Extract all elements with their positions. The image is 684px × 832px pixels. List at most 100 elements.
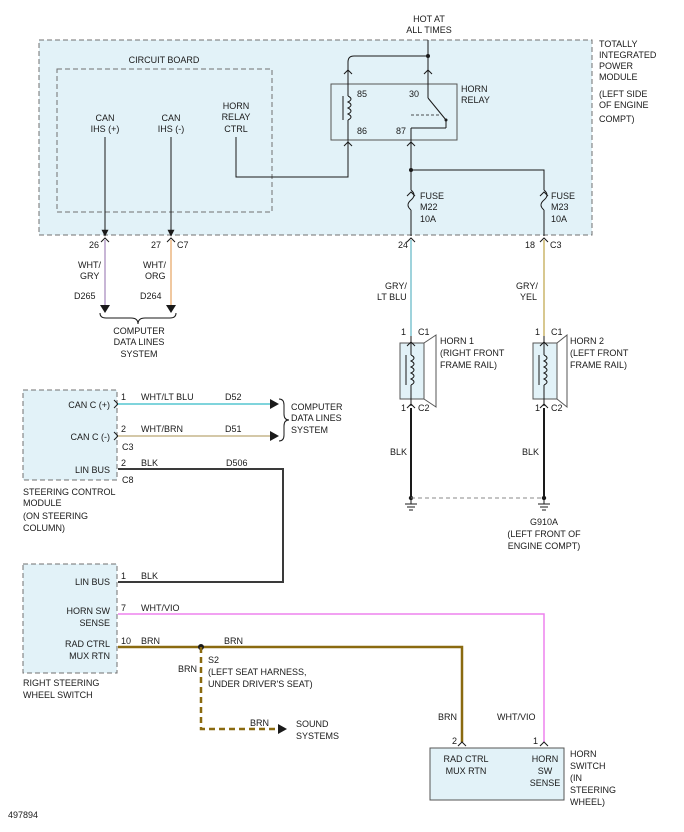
svg-text:SW: SW xyxy=(538,766,553,776)
circuit-board-box xyxy=(56,68,273,213)
rsws-pin-1: 1 xyxy=(121,571,126,581)
sound-systems-label: SOUND SYSTEMS xyxy=(296,719,339,741)
d264-label: D264 xyxy=(140,291,162,301)
relay-pin-85: 85 xyxy=(357,89,367,99)
horn-relay-box xyxy=(330,83,458,141)
cdls-brace-1 xyxy=(99,312,177,325)
svg-text:(LEFT SIDE: (LEFT SIDE xyxy=(599,89,647,99)
brn-label-2: BRN xyxy=(224,636,243,646)
cdls-brace-2 xyxy=(278,398,290,442)
svg-text:IHS (-): IHS (-) xyxy=(158,124,185,134)
svg-text:ENGINE COMPT): ENGINE COMPT) xyxy=(508,541,581,551)
svg-text:SENSE: SENSE xyxy=(530,778,561,788)
svg-text:GRY/: GRY/ xyxy=(516,281,538,291)
d52-label: D52 xyxy=(225,392,242,402)
horn2-c2: C2 xyxy=(551,403,563,413)
svg-text:SYSTEM: SYSTEM xyxy=(120,349,157,359)
svg-text:RELAY: RELAY xyxy=(222,112,251,122)
wht-ltblu-label: WHT/LT BLU xyxy=(141,392,194,402)
svg-text:SENSE: SENSE xyxy=(79,618,110,628)
svg-text:ALL TIMES: ALL TIMES xyxy=(406,25,452,35)
svg-text:MODULE: MODULE xyxy=(599,72,638,82)
horn-switch-box xyxy=(429,747,565,801)
svg-text:CAN: CAN xyxy=(161,113,180,123)
can-ihs-neg-label: CAN IHS (-) xyxy=(158,113,185,134)
svg-text:MODULE: MODULE xyxy=(23,498,62,508)
pin-26: 26 xyxy=(89,240,99,250)
wht-vio-wire xyxy=(118,613,545,742)
svg-text:IHS (+): IHS (+) xyxy=(91,124,120,134)
horn1-pin1-top: 1 xyxy=(401,327,406,337)
horn2-label: HORN 2 (LEFT FRONT FRAME RAIL) xyxy=(570,336,629,370)
scm-box xyxy=(22,389,118,481)
svg-text:GRY: GRY xyxy=(80,271,99,281)
scm-pin-2-lin: 2 xyxy=(121,458,126,468)
svg-text:HORN SW: HORN SW xyxy=(67,606,111,616)
horn1-c1: C1 xyxy=(418,327,430,337)
svg-text:FUSE: FUSE xyxy=(551,191,575,201)
c7-chevron-2 xyxy=(166,237,176,243)
scm-can-neg: CAN C (-) xyxy=(71,432,111,442)
svg-text:10A: 10A xyxy=(420,214,436,224)
svg-text:S2: S2 xyxy=(208,655,219,665)
svg-text:COMPUTER: COMPUTER xyxy=(113,326,165,336)
svg-text:DATA LINES: DATA LINES xyxy=(114,337,165,347)
ground-g910a-label: G910A (LEFT FRONT OF ENGINE COMPT) xyxy=(507,517,581,551)
rsws-pin-7: 7 xyxy=(121,603,126,613)
wht-gry-label: WHT/ GRY xyxy=(78,260,101,281)
computer-data-lines-system-2: COMPUTER DATA LINES SYSTEM xyxy=(291,402,343,435)
relay-pin-30: 30 xyxy=(409,89,419,99)
computer-data-lines-system-1: COMPUTER DATA LINES SYSTEM xyxy=(113,326,165,359)
wht-org-label: WHT/ ORG xyxy=(143,260,166,281)
svg-text:STEERING CONTROL: STEERING CONTROL xyxy=(23,487,116,497)
svg-text:HORN: HORN xyxy=(532,754,559,764)
d265-label: D265 xyxy=(74,291,96,301)
d506-label: D506 xyxy=(226,458,248,468)
svg-text:FUSE: FUSE xyxy=(420,191,444,201)
horn-relay-ctrl-wire xyxy=(235,137,349,178)
svg-text:RAD CTRL: RAD CTRL xyxy=(443,754,488,764)
rsws-pin-10: 10 xyxy=(121,636,131,646)
c7-chevron-1 xyxy=(100,237,110,243)
fuse-m23-label: FUSE M23 10A xyxy=(551,191,575,224)
svg-text:SOUND: SOUND xyxy=(296,719,329,729)
brn-label-3: BRN xyxy=(178,664,197,674)
lin-blk-label-1: BLK xyxy=(141,458,158,468)
ground-symbol-2 xyxy=(538,498,550,511)
horn-relay-label: HORN RELAY xyxy=(461,84,490,105)
diagram-id: 497894 xyxy=(8,810,38,820)
gry-yel-label: GRY/ YEL xyxy=(516,281,538,302)
scm-c8: C8 xyxy=(122,475,134,485)
relay-connector-86 xyxy=(343,141,353,147)
relay-connector-85 xyxy=(343,69,353,75)
rsws-label: RIGHT STEERING WHEEL SWITCH xyxy=(23,678,99,700)
horn-switch-pin-2: 2 xyxy=(452,736,457,746)
svg-text:G910A: G910A xyxy=(530,517,558,527)
brn-wire xyxy=(118,645,464,742)
lin-bus-wire xyxy=(118,468,284,583)
relay-switch xyxy=(410,40,448,140)
fuse-bus xyxy=(411,169,545,190)
svg-text:COMPT): COMPT) xyxy=(599,114,635,124)
horn-switch-pin-1: 1 xyxy=(533,736,538,746)
brn-label-4: BRN xyxy=(250,718,269,728)
pin-27: 27 xyxy=(151,240,161,250)
rsws-lin-bus: LIN BUS xyxy=(75,577,110,587)
svg-text:HORN: HORN xyxy=(461,84,488,94)
scm-c3: C3 xyxy=(122,442,134,452)
svg-text:HORN 2: HORN 2 xyxy=(570,336,604,346)
svg-text:COMPUTER: COMPUTER xyxy=(291,402,343,412)
scm-lin-bus: LIN BUS xyxy=(75,465,110,475)
svg-text:WHT/: WHT/ xyxy=(143,260,166,270)
rsws-box xyxy=(22,563,118,674)
rsws-rad-ctrl: RAD CTRL MUX RTN xyxy=(65,639,110,661)
horn2-c1: C1 xyxy=(551,327,563,337)
scm-pin-2: 2 xyxy=(121,424,126,434)
svg-text:SYSTEM: SYSTEM xyxy=(291,425,328,435)
svg-text:RIGHT STEERING: RIGHT STEERING xyxy=(23,678,99,688)
svg-text:OF ENGINE: OF ENGINE xyxy=(599,100,649,110)
svg-text:SWITCH: SWITCH xyxy=(570,761,606,771)
wht-vio-label-2: WHT/VIO xyxy=(497,712,536,722)
svg-text:CTRL: CTRL xyxy=(224,124,248,134)
